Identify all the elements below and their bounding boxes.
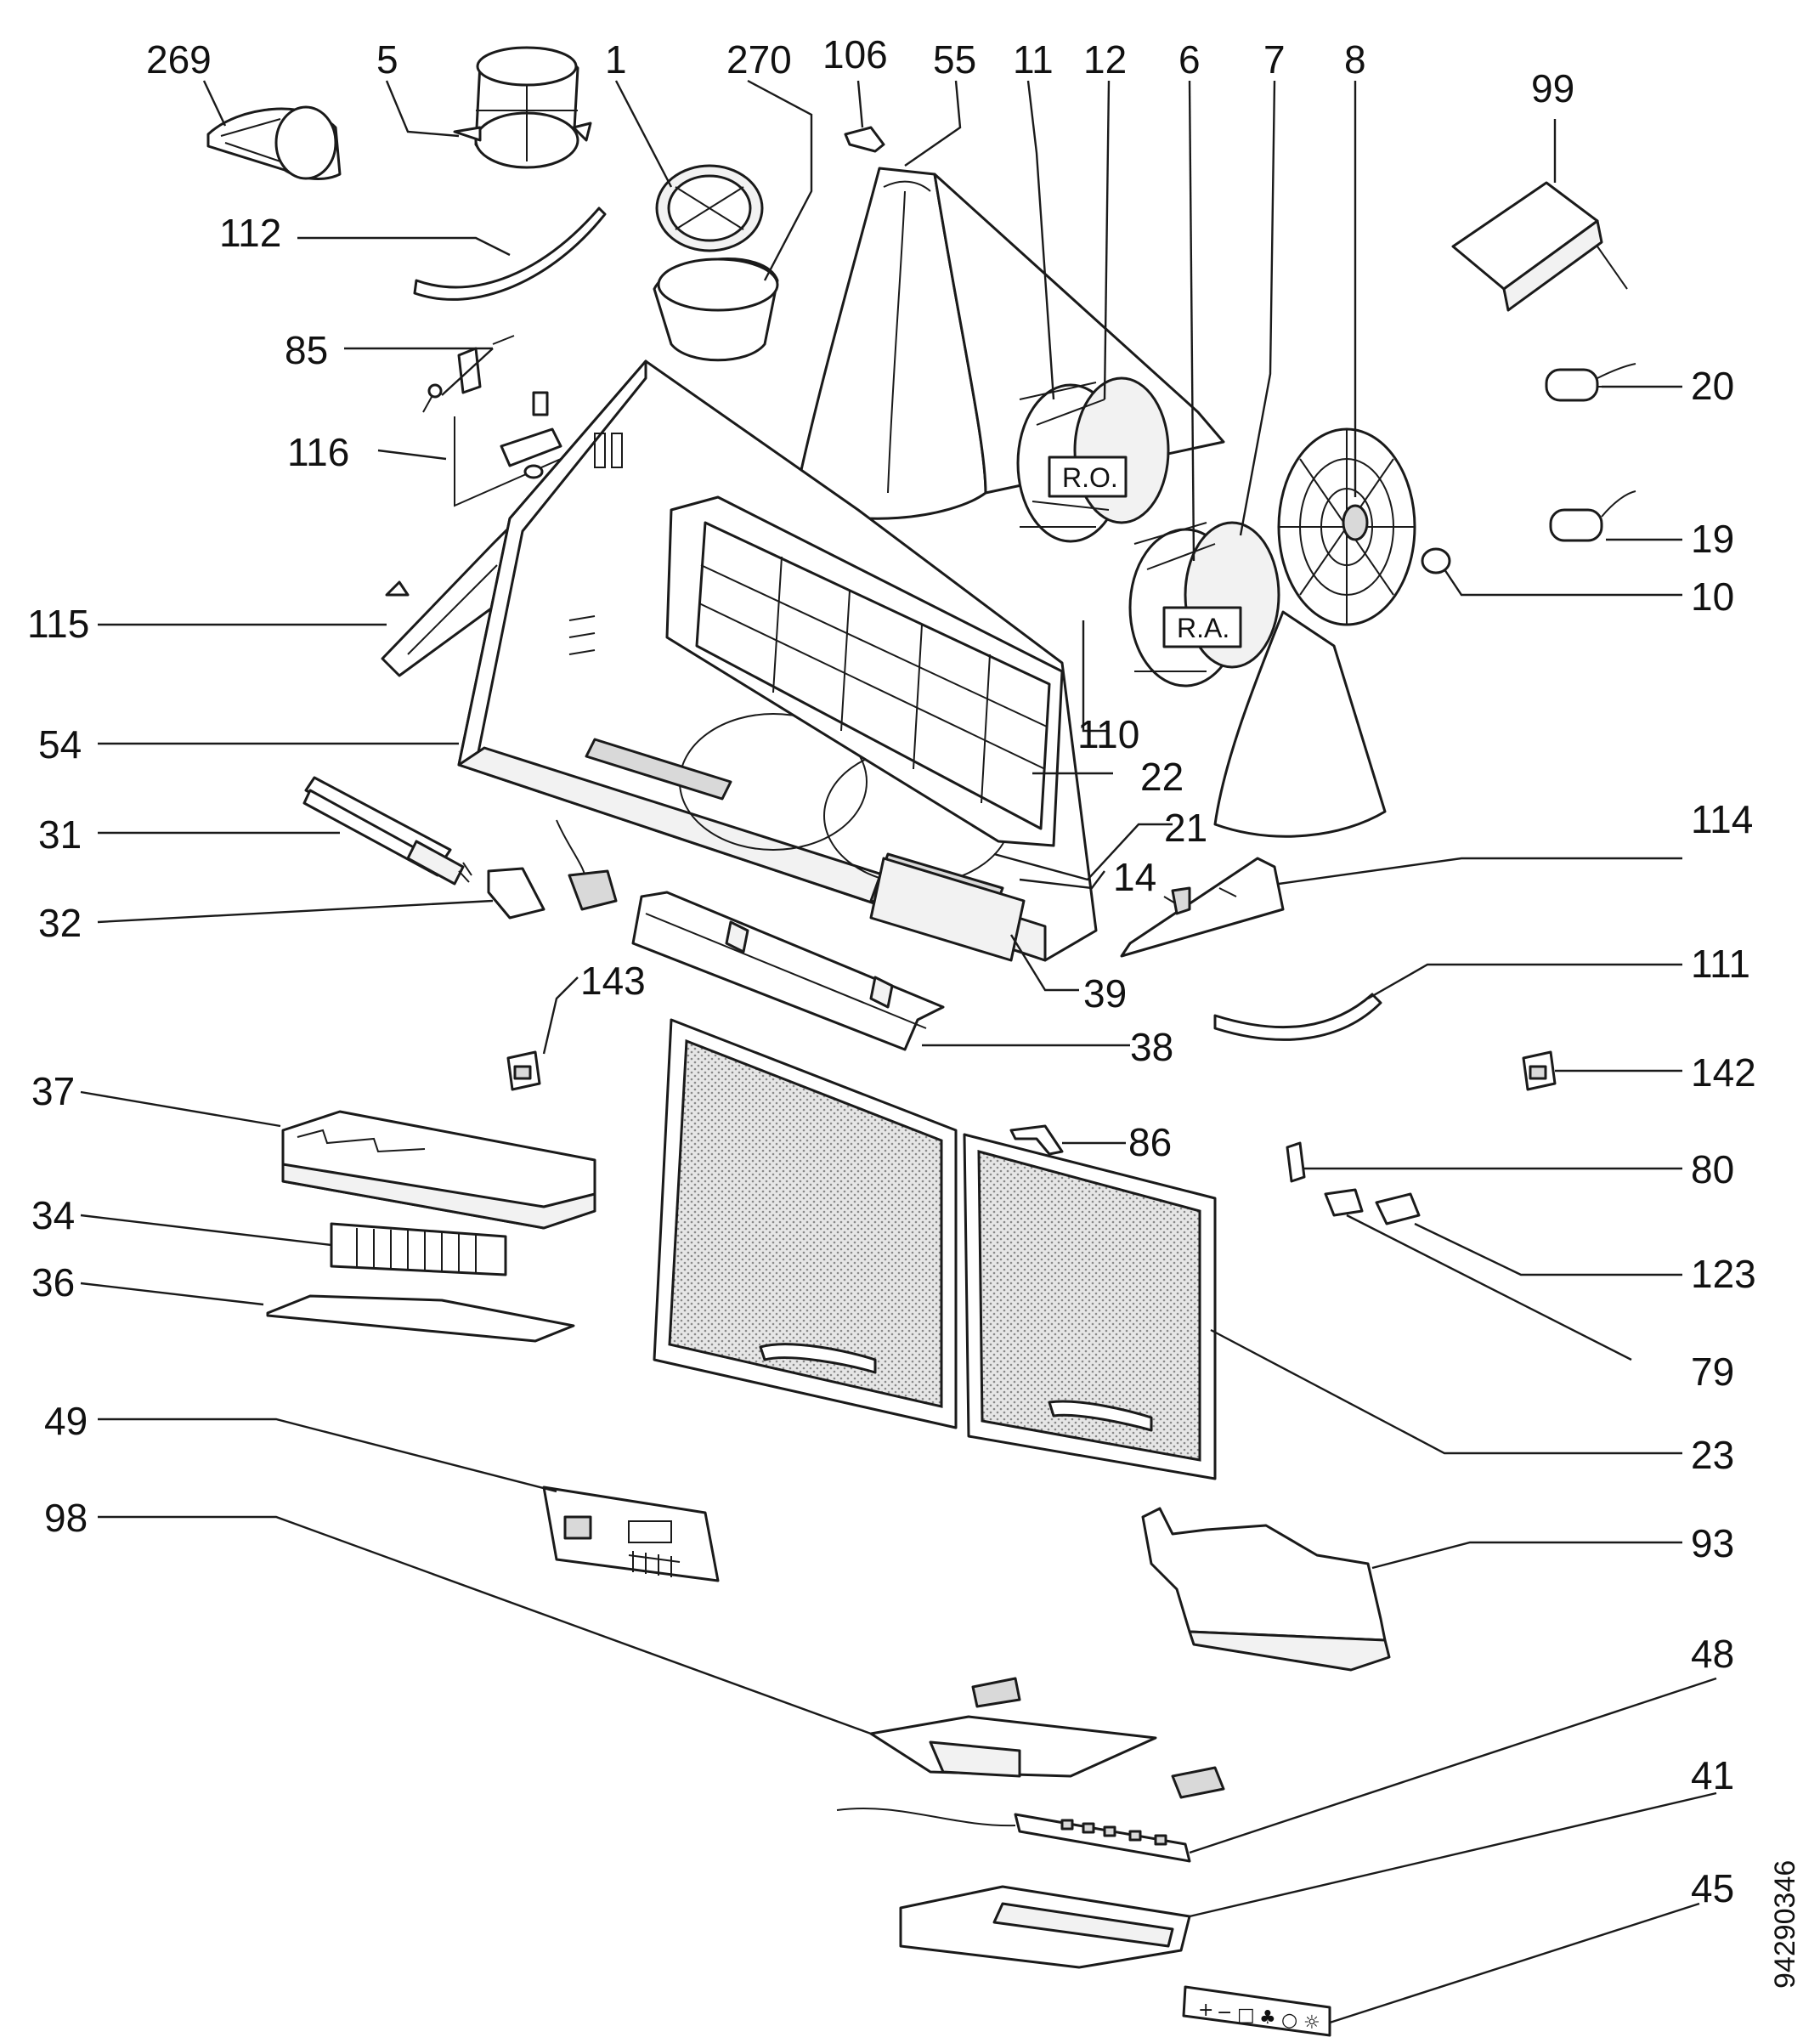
label-116: 116	[287, 430, 349, 474]
label-39: 39	[1083, 971, 1127, 1016]
label-114: 114	[1691, 797, 1753, 841]
label-142: 142	[1691, 1050, 1756, 1095]
label-110: 110	[1077, 712, 1139, 756]
label-112: 112	[219, 211, 281, 255]
label-14: 14	[1113, 855, 1156, 899]
label-38: 38	[1130, 1025, 1173, 1069]
label-270: 270	[726, 37, 792, 82]
fan-tag-ra: R.A.	[1177, 613, 1229, 643]
part-79-clip	[1324, 1188, 1364, 1217]
label-123: 123	[1691, 1252, 1756, 1296]
label-85: 85	[285, 328, 328, 372]
label-79: 79	[1691, 1350, 1734, 1394]
label-21: 21	[1164, 806, 1207, 850]
label-32: 32	[38, 901, 82, 945]
part-270-collar	[653, 257, 779, 362]
part-99-junction-box	[1451, 181, 1628, 312]
part-123-clip	[1375, 1192, 1421, 1225]
leader-lines	[80, 79, 1717, 2024]
label-48: 48	[1691, 1632, 1734, 1676]
symbol-off: ○	[1281, 2010, 1297, 2031]
fan-tag-ro: R.O.	[1062, 462, 1118, 493]
part-41-lower-panel	[899, 1885, 1191, 1969]
part-142-switch	[1522, 1050, 1557, 1091]
part-39-glass-panel	[869, 857, 1026, 962]
symbol-minus: −	[1217, 2002, 1232, 2023]
part-34-transformer	[330, 1222, 507, 1276]
part-11-12-fan-wheel-ro: R.O.	[1016, 376, 1170, 543]
part-31-fluorescent-tube	[302, 776, 472, 886]
label-8: 8	[1344, 37, 1366, 82]
label-80: 80	[1691, 1147, 1734, 1191]
label-111: 111	[1691, 942, 1750, 986]
control-symbols: + − □ ♣ ○ ☼	[1198, 2000, 1320, 2034]
label-11: 11	[1013, 37, 1054, 82]
label-54: 54	[38, 722, 82, 767]
part-38-lamp-cover	[631, 891, 945, 1051]
part-37-lamp-box	[281, 1110, 596, 1230]
label-55: 55	[933, 37, 976, 82]
part-85-fixing-set	[422, 335, 515, 413]
label-37: 37	[31, 1069, 75, 1113]
label-20: 20	[1691, 364, 1734, 408]
part-112-curved-strip	[413, 207, 607, 301]
part-93-side-cover	[1141, 1507, 1391, 1672]
label-143: 143	[580, 959, 646, 1003]
label-41: 41	[1691, 1753, 1734, 1797]
part-143-switch	[506, 1050, 541, 1091]
label-93: 93	[1691, 1521, 1734, 1565]
part-86-clip	[1009, 1124, 1064, 1156]
part-98-control-housing	[869, 1677, 1225, 1799]
part-106-clip	[844, 126, 885, 153]
label-86: 86	[1128, 1120, 1172, 1164]
part-80-latch	[1286, 1141, 1306, 1183]
label-1: 1	[605, 37, 627, 82]
label-269: 269	[146, 37, 212, 82]
label-12: 12	[1083, 37, 1127, 82]
part-8-motor-grille	[1277, 427, 1416, 626]
part-6-7-fan-wheel-ra: R.A.	[1128, 521, 1280, 688]
label-36: 36	[31, 1260, 75, 1304]
part-32-lamp-holder	[487, 819, 618, 920]
label-7: 7	[1263, 37, 1286, 82]
part-45-control-label: + − □ ♣ ○ ☼	[1182, 1985, 1331, 2037]
part-114-side-bracket	[1120, 857, 1285, 958]
symbol-plus: +	[1198, 2000, 1213, 2021]
part-111-curved-strip	[1213, 993, 1382, 1041]
part-22-filter-frame	[665, 495, 1064, 847]
part-19-capacitor	[1549, 490, 1636, 542]
label-98: 98	[44, 1496, 88, 1540]
symbol-timer: ☼	[1303, 2012, 1320, 2034]
symbol-fan: ♣	[1259, 2007, 1276, 2029]
part-49-control-board	[542, 1486, 720, 1582]
part-23-grease-filters	[653, 1018, 1217, 1480]
label-49: 49	[44, 1399, 88, 1443]
label-5: 5	[376, 37, 398, 82]
label-106: 106	[822, 32, 888, 76]
symbol-light: □	[1237, 2005, 1255, 2026]
part-10-cap	[1421, 547, 1451, 574]
part-20-capacitor	[1545, 363, 1636, 402]
motor-housing	[1213, 610, 1387, 838]
label-6: 6	[1178, 37, 1201, 82]
part-5-backdraft-valve	[453, 46, 592, 169]
part-116-mounting-hardware	[454, 391, 562, 507]
part-48-switch-panel	[836, 1807, 1191, 1863]
label-10: 10	[1691, 574, 1734, 619]
label-23: 23	[1691, 1433, 1734, 1477]
part-1-round-filter	[655, 164, 764, 252]
label-115: 115	[27, 602, 89, 646]
part-36-gasket	[266, 1294, 575, 1343]
part-269-duct-adapter	[206, 105, 342, 180]
label-31: 31	[38, 812, 82, 857]
document-id: 94290346	[1769, 1860, 1801, 1989]
label-34: 34	[31, 1193, 75, 1237]
label-45: 45	[1691, 1866, 1734, 1910]
label-22: 22	[1140, 755, 1184, 799]
label-19: 19	[1691, 517, 1734, 561]
label-99: 99	[1531, 66, 1574, 110]
part-number-labels: 269 5 1 270 106 55 11 12 6 7 8 99 112 85…	[27, 32, 1756, 1910]
